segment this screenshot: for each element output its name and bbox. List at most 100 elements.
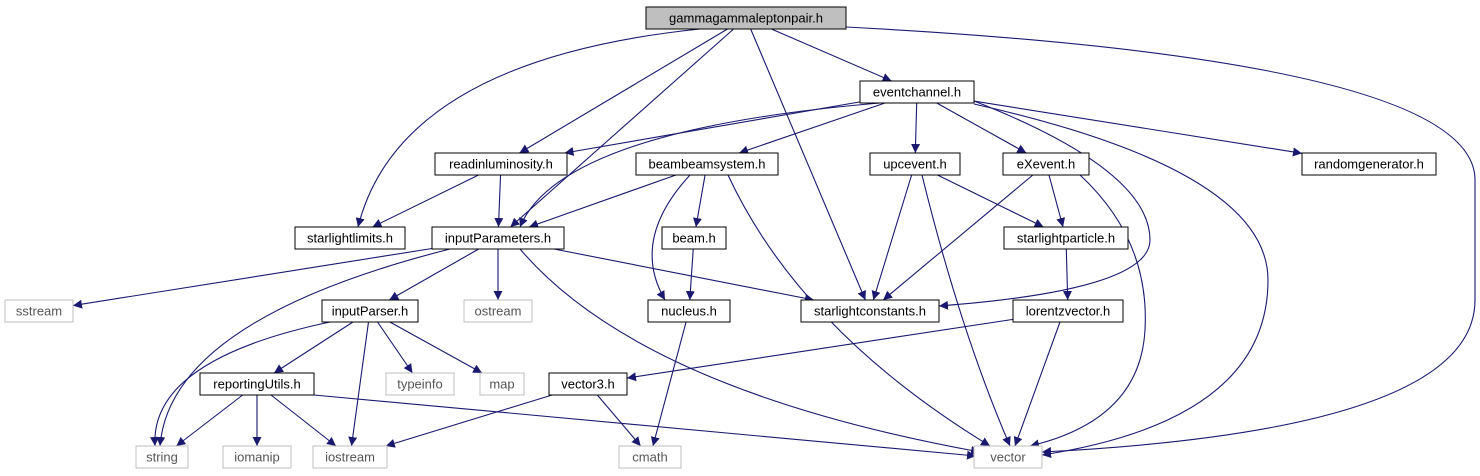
node-vector: vector <box>973 445 1043 469</box>
edge-beam-to-nucleus <box>685 248 695 301</box>
node-bbsystem-box <box>635 152 779 176</box>
node-beam-label: beam.h <box>672 231 715 246</box>
node-reputils-box <box>199 372 315 396</box>
edge-root-to-sconst <box>750 28 866 301</box>
node-vector3[interactable]: vector3.h <box>548 372 628 396</box>
edge-eventchannel-to-exevent <box>936 102 1027 154</box>
node-sparticle[interactable]: starlightparticle.h <box>1003 226 1129 250</box>
edge-inparser-to-iostream <box>348 321 370 447</box>
node-ostream: ostream <box>463 299 533 323</box>
edge-inparser-to-reputils <box>273 321 354 374</box>
node-sstream: sstream <box>4 299 74 323</box>
edge-upcevent-to-sparticle <box>937 174 1044 228</box>
node-lorentz-box <box>1012 299 1124 323</box>
node-string-label: string <box>146 450 178 465</box>
edge-lorentz-to-vector3 <box>626 318 1014 382</box>
edge-eventchannel-to-sconst <box>938 100 1151 310</box>
node-inparser[interactable]: inputParser.h <box>321 299 419 323</box>
node-inparser-box <box>321 299 419 323</box>
dependency-edges <box>72 26 1476 460</box>
edge-inparams-to-string <box>156 248 451 447</box>
node-upcevent-box <box>869 152 961 176</box>
edge-lorentz-to-vector <box>1013 321 1061 447</box>
edge-bbsystem-to-inparams <box>528 174 677 229</box>
node-bbsystem[interactable]: beambeamsystem.h <box>635 152 779 176</box>
node-eventchannel-label: eventchannel.h <box>873 85 961 100</box>
edge-eventchannel-to-vector <box>973 103 1269 459</box>
node-eventchannel-box <box>859 80 975 104</box>
node-exevent-box <box>1002 152 1090 176</box>
edge-inparser-to-string <box>149 321 331 447</box>
node-root-box <box>645 6 847 30</box>
node-vector3-label: vector3.h <box>561 377 614 392</box>
node-upcevent[interactable]: upcevent.h <box>869 152 961 176</box>
edge-readinlum-to-slimits <box>372 174 479 228</box>
node-vector-label: vector <box>990 450 1026 465</box>
node-ostream-box <box>463 299 533 323</box>
node-sconst-box <box>800 299 940 323</box>
node-lorentz-label: lorentzvector.h <box>1026 304 1111 319</box>
node-eventchannel[interactable]: eventchannel.h <box>859 80 975 104</box>
node-nucleus[interactable]: nucleus.h <box>647 299 731 323</box>
node-bbsystem-label: beambeamsystem.h <box>648 157 765 172</box>
edge-root-to-eventchannel <box>771 28 892 82</box>
node-nucleus-label: nucleus.h <box>661 304 717 319</box>
node-iostream-label: iostream <box>325 450 375 465</box>
edge-root-to-vector <box>845 26 1476 457</box>
node-cmath: cmath <box>618 445 682 469</box>
node-typeinfo: typeinfo <box>385 372 455 396</box>
edge-inparams-to-sstream <box>72 247 433 309</box>
edge-root-to-inparams <box>510 28 734 228</box>
node-map: map <box>479 372 525 396</box>
node-slimits[interactable]: starlightlimits.h <box>294 226 406 250</box>
node-inparams[interactable]: inputParameters.h <box>431 226 565 250</box>
node-iomanip-box <box>222 445 292 469</box>
node-beam[interactable]: beam.h <box>661 226 727 250</box>
node-beam-box <box>661 226 727 250</box>
node-sconst[interactable]: starlightconstants.h <box>800 299 940 323</box>
node-string-box <box>135 445 189 469</box>
node-sparticle-label: starlightparticle.h <box>1017 231 1115 246</box>
node-lorentz[interactable]: lorentzvector.h <box>1012 299 1124 323</box>
edge-sparticle-to-lorentz <box>1062 248 1072 301</box>
edge-upcevent-to-vector <box>921 174 1011 447</box>
node-typeinfo-label: typeinfo <box>397 377 443 392</box>
node-iostream-box <box>312 445 388 469</box>
edge-root-to-readinlum <box>519 28 728 154</box>
node-root[interactable]: gammagammaleptonpair.h <box>645 6 847 30</box>
node-nucleus-box <box>647 299 731 323</box>
edge-nucleus-to-cmath <box>650 321 687 447</box>
node-root-label: gammagammaleptonpair.h <box>669 11 823 26</box>
node-inparams-label: inputParameters.h <box>445 231 551 246</box>
edge-reputils-to-iostream <box>270 394 337 447</box>
node-sstream-box <box>4 299 74 323</box>
node-inparams-box <box>431 226 565 250</box>
node-sparticle-box <box>1003 226 1129 250</box>
node-typeinfo-box <box>385 372 455 396</box>
node-inparser-label: inputParser.h <box>332 304 409 319</box>
node-readinlum-label: readinluminosity.h <box>449 157 553 172</box>
node-slimits-box <box>294 226 406 250</box>
node-randgen[interactable]: randomgenerator.h <box>1301 152 1437 176</box>
edge-eventchannel-to-inparams <box>519 102 881 228</box>
edge-readinlum-to-inparams <box>494 174 504 228</box>
node-slimits-label: starlightlimits.h <box>307 231 393 246</box>
edge-upcevent-to-sconst <box>871 174 913 301</box>
edge-exevent-to-sparticle <box>1048 174 1066 228</box>
node-reputils[interactable]: reportingUtils.h <box>199 372 315 396</box>
node-iomanip: iomanip <box>222 445 292 469</box>
edge-bbsystem-to-beam <box>693 174 706 228</box>
node-map-box <box>479 372 525 396</box>
node-exevent[interactable]: eXevent.h <box>1002 152 1090 176</box>
edge-eventchannel-to-upcevent <box>911 102 921 154</box>
node-iostream: iostream <box>312 445 388 469</box>
edge-inparser-to-map <box>389 321 483 374</box>
edge-eventchannel-to-randgen <box>973 100 1303 157</box>
edge-bbsystem-to-nucleus <box>651 174 691 301</box>
node-iomanip-label: iomanip <box>234 450 280 465</box>
node-readinlum[interactable]: readinluminosity.h <box>434 152 568 176</box>
edge-inparams-to-vector <box>519 248 981 455</box>
node-string: string <box>135 445 189 469</box>
edge-vector3-to-cmath <box>596 394 642 447</box>
